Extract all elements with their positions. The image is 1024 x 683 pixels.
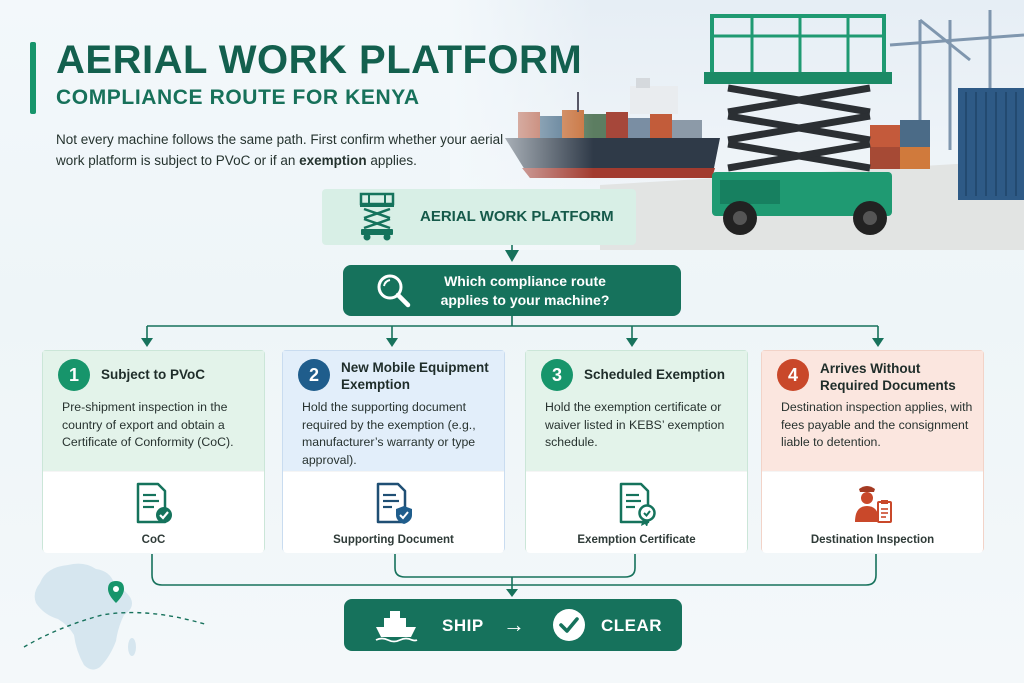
question-text: Which compliance route applies to your m…	[440, 273, 610, 308]
route-document-label: Destination Inspection	[810, 534, 935, 546]
route-document-label: Exemption Certificate	[577, 534, 696, 546]
route-title: New Mobile Equipment Exemption	[341, 360, 489, 392]
route-document: Exemption Certificate	[526, 471, 747, 553]
inspector-clipboard-icon	[854, 486, 892, 523]
title-accent-bar	[30, 42, 36, 114]
route-document-label: CoC	[141, 534, 166, 546]
route-document: CoC	[43, 471, 264, 553]
intro-text-part1: Not every machine follows the same path.…	[56, 132, 504, 168]
check-circle-icon	[553, 609, 585, 641]
magnifier-icon	[377, 274, 411, 308]
route-document-label: Supporting Document	[333, 534, 454, 546]
page-subtitle: COMPLIANCE ROUTE FOR KENYA	[56, 86, 420, 109]
route-card-without-documents: 4 Arrives Without Required Documents Des…	[761, 350, 984, 553]
route-card-pvoc: 1 Subject to PVoC Pre-shipment inspectio…	[42, 350, 265, 553]
route-title: Arrives Without Required Documents	[820, 361, 956, 393]
route-document: Destination Inspection	[762, 471, 983, 553]
route-title: Subject to PVoC	[101, 367, 206, 382]
intro-text-part2: applies.	[366, 153, 417, 168]
ship-label: SHIP	[442, 616, 484, 635]
certificate-check-icon	[136, 482, 172, 524]
route-description: Hold the supporting document required by…	[302, 400, 476, 467]
equipment-box	[322, 189, 636, 245]
route-description: Hold the exemption certificate or waiver…	[545, 400, 725, 449]
route-description: Pre-shipment inspection in the country o…	[62, 400, 234, 449]
equipment-box-label: AERIAL WORK PLATFORM	[420, 208, 614, 225]
route-card-scheduled-exemption: 3 Scheduled Exemption Hold the exemption…	[525, 350, 748, 553]
certificate-ribbon-icon	[619, 482, 656, 526]
route-number-badge: 2	[298, 359, 330, 391]
clear-label: CLEAR	[601, 616, 663, 635]
route-description: Destination inspection applies, with fee…	[781, 400, 973, 449]
route-number-badge: 1	[58, 359, 90, 391]
document-shield-icon	[376, 482, 412, 524]
ship-icon	[375, 611, 418, 643]
intro-text: Not every machine follows the same path.…	[56, 129, 506, 171]
route-card-header: 4 Arrives Without Required Documents Des…	[762, 351, 983, 471]
route-card-header: 1 Subject to PVoC Pre-shipment inspectio…	[43, 351, 264, 471]
scissor-lift-icon	[359, 192, 395, 241]
port-scene-illustration	[450, 0, 1024, 250]
route-document: Supporting Document	[283, 471, 504, 553]
route-card-header: 3 Scheduled Exemption Hold the exemption…	[526, 351, 747, 471]
route-card-header: 2 New Mobile Equipment Exemption Hold th…	[283, 351, 504, 471]
arrow-right-icon: →	[503, 612, 525, 637]
route-number-badge: 4	[777, 359, 809, 391]
page-title: AERIAL WORK PLATFORM	[56, 38, 583, 82]
route-card-new-mobile-equipment: 2 New Mobile Equipment Exemption Hold th…	[282, 350, 505, 553]
africa-map-illustration	[23, 563, 209, 670]
intro-text-bold: exemption	[299, 153, 367, 168]
route-number-badge: 3	[541, 359, 573, 391]
route-title: Scheduled Exemption	[584, 367, 726, 382]
